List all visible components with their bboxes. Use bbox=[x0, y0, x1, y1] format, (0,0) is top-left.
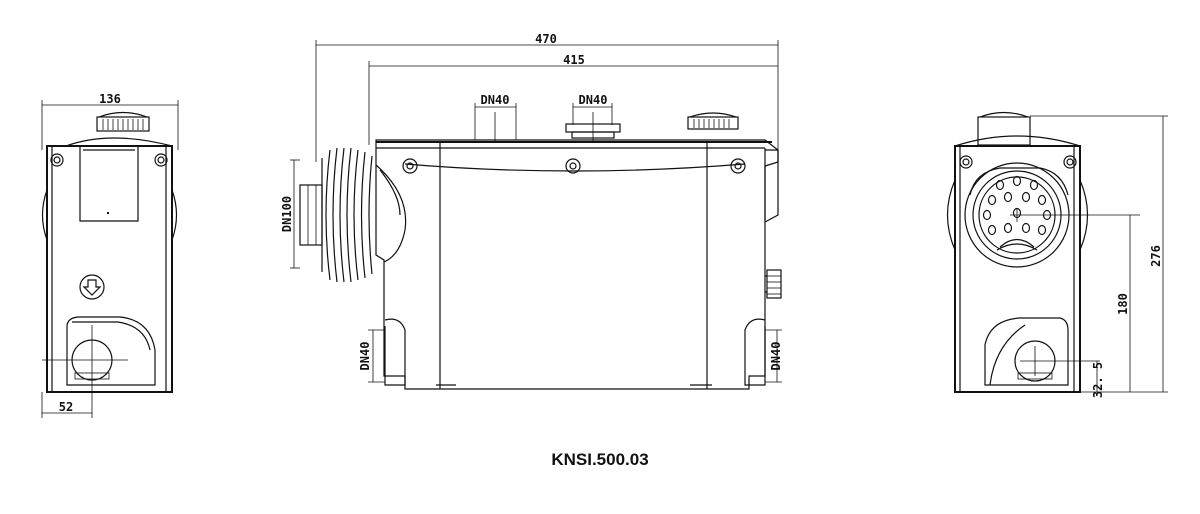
model-code: KNSI.500.03 bbox=[551, 450, 649, 469]
dim-inlet-height: 180 bbox=[1116, 293, 1130, 315]
dim-side-inlet-offset: 52 bbox=[59, 400, 73, 414]
dim-outlet-height: 32. 5 bbox=[1091, 362, 1105, 398]
dim-overall-length: 470 bbox=[535, 32, 557, 46]
dim-top-inlet-left: DN40 bbox=[481, 93, 510, 107]
dim-total-height: 276 bbox=[1149, 245, 1163, 267]
right-side-view: 276 180 32. 5 bbox=[946, 111, 1168, 398]
dim-side-width: 136 bbox=[99, 92, 121, 106]
dim-large-inlet: DN100 bbox=[280, 196, 294, 232]
left-side-view: 136 bbox=[41, 92, 179, 418]
dim-bottom-right-inlet: DN40 bbox=[769, 342, 783, 371]
dim-top-inlet-right: DN40 bbox=[579, 93, 608, 107]
dim-bottom-left-inlet: DN40 bbox=[358, 342, 372, 371]
dim-body-length: 415 bbox=[563, 53, 585, 67]
front-view: 470 415 DN40 DN40 bbox=[280, 32, 783, 390]
